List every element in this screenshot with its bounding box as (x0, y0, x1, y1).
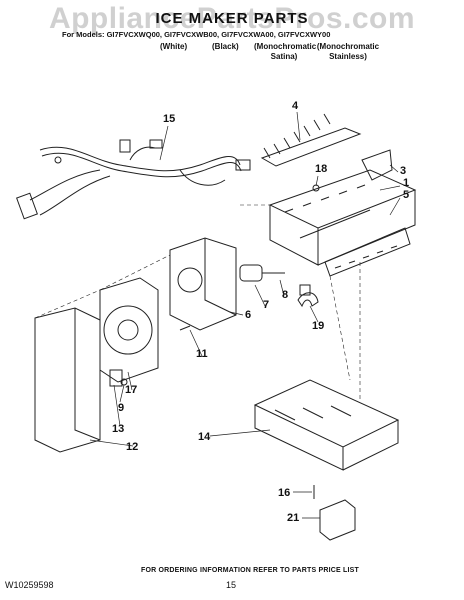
ice-stripper-drawing (260, 113, 362, 167)
callout-15: 15 (163, 113, 176, 125)
callout-14: 14 (198, 431, 211, 443)
models-line: For Models: GI7FVCXWQ00, GI7FVCXWB00, GI… (62, 30, 331, 39)
motor-drawing (239, 264, 263, 282)
callout-4: 4 (292, 100, 299, 112)
leader-lines (89, 111, 401, 519)
page-title: ICE MAKER PARTS (155, 10, 309, 27)
callout-13: 13 (112, 423, 125, 435)
clip-drawing (109, 369, 123, 387)
bracket-drawing (297, 292, 319, 308)
callout-12: 12 (126, 441, 139, 453)
ordering-info-note: FOR ORDERING INFORMATION REFER TO PARTS … (140, 567, 360, 574)
callout-11: 11 (196, 348, 208, 360)
screw-11-drawing (179, 325, 191, 331)
callout-18: 18 (315, 163, 328, 175)
callout-3: 3 (400, 165, 407, 177)
callout-7: 7 (263, 299, 270, 311)
variant-satina: (Monochromatic Satina) (254, 42, 317, 61)
thermostat-drawing (319, 499, 356, 541)
control-housing-drawing (169, 237, 237, 331)
gear-part-drawing (299, 284, 311, 296)
callout-8: 8 (282, 289, 289, 301)
page-number: 15 (226, 580, 237, 590)
callout-1: 1 (403, 177, 410, 189)
alignment-lines (34, 204, 361, 400)
variant-stainless: (Monochromatic Stainless) (316, 42, 380, 61)
callout-21: 21 (287, 512, 300, 524)
wire-harness-drawing (16, 139, 251, 220)
heater-assembly-drawing (253, 379, 400, 471)
module-cover-drawing (34, 307, 101, 453)
fill-cup-drawing (361, 149, 393, 181)
control-module-drawing (99, 277, 159, 383)
callout-9: 9 (118, 402, 125, 414)
document-number: W10259598 (5, 580, 54, 590)
callout-17: 17 (125, 384, 138, 396)
variant-white: (White) (160, 42, 188, 51)
watermark-text: AppliancePartsPros.com (48, 2, 416, 35)
callout-19: 19 (312, 320, 325, 332)
callout-16: 16 (278, 487, 291, 499)
callout-6: 6 (245, 309, 252, 321)
variant-black: (Black) (212, 42, 239, 51)
mold-cover-drawing (324, 227, 411, 277)
callout-5: 5 (403, 189, 410, 201)
